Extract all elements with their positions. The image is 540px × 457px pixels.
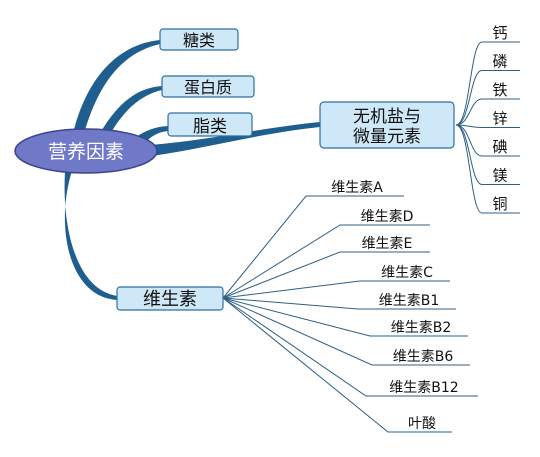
vitamin-leaf-label[interactable]: 维生素B2 (391, 320, 452, 336)
vitamin-leaf-labels: 维生素A 维生素D 维生素E 维生素C 维生素B1 维生素B2 维生素B6 维生素B12 叶酸 (331, 180, 459, 432)
vitamin-leaf-label[interactable]: 维生素B1 (379, 293, 440, 309)
vitamin-leaf-label[interactable]: 叶酸 (408, 416, 436, 432)
vitamin-leaf-line (222, 251, 430, 299)
mineral-leaf-lines (455, 41, 520, 214)
vitamin-leaf-label[interactable]: 维生素B12 (389, 380, 458, 396)
mineral-leaf-label[interactable]: 铁 (492, 81, 507, 99)
vitamin-leaf-line (222, 297, 456, 310)
mineral-leaf-line (455, 41, 520, 126)
mineral-leaf-line (455, 98, 520, 126)
vitamin-leaf-line (222, 280, 450, 299)
branch-to-minerals (150, 122, 320, 156)
node-protein-label: 蛋白质 (184, 78, 232, 97)
mineral-leaf-line (455, 124, 520, 214)
vitamin-leaf-line (222, 297, 470, 366)
node-fat[interactable]: 脂类 (167, 112, 253, 137)
vitamin-leaf-label[interactable]: 维生素C (381, 265, 433, 281)
node-fat-label: 脂类 (193, 117, 227, 137)
vitamin-leaf-label[interactable]: 维生素D (361, 209, 414, 225)
mineral-leaf-label[interactable]: 碘 (492, 138, 507, 156)
mineral-leaf-label[interactable]: 钙 (492, 24, 507, 42)
mineral-leaf-label[interactable]: 锌 (492, 110, 507, 128)
vitamin-leaf-line (222, 297, 452, 433)
vitamin-leaf-label[interactable]: 维生素A (331, 180, 383, 196)
root-label: 营养因素 (48, 141, 124, 163)
mineral-leaf-line (455, 70, 520, 126)
vitamin-leaf-line (222, 195, 404, 299)
root-node[interactable]: 营养因素 (14, 128, 158, 174)
vitamin-leaf-label[interactable]: 维生素B6 (393, 349, 454, 365)
mineral-leaf-label[interactable]: 磷 (492, 53, 507, 71)
mineral-leaf-line (455, 124, 520, 185)
mineral-leaf-label[interactable]: 铜 (492, 195, 507, 213)
node-sugar[interactable]: 糖类 (159, 28, 239, 51)
node-minerals[interactable]: 无机盐与 微量元素 (319, 101, 455, 149)
node-minerals-label-line1: 无机盐与 (353, 107, 421, 127)
vitamin-leaf-lines (222, 195, 478, 433)
node-vitamins-label: 维生素 (143, 289, 197, 310)
branch-to-vitamins (64, 160, 118, 300)
vitamin-leaf-line (222, 224, 430, 299)
mineral-leaf-label[interactable]: 镁 (492, 167, 507, 185)
vitamin-leaf-line (222, 297, 468, 337)
node-sugar-label: 糖类 (183, 31, 215, 50)
node-protein[interactable]: 蛋白质 (161, 75, 255, 98)
vitamin-leaf-label[interactable]: 维生素E (362, 236, 413, 252)
vitamin-leaf-line (222, 297, 478, 397)
mineral-leaf-line (455, 124, 520, 128)
mineral-leaf-line (455, 124, 520, 157)
node-minerals-label-line2: 微量元素 (353, 127, 421, 147)
node-vitamins[interactable]: 维生素 (116, 286, 224, 311)
